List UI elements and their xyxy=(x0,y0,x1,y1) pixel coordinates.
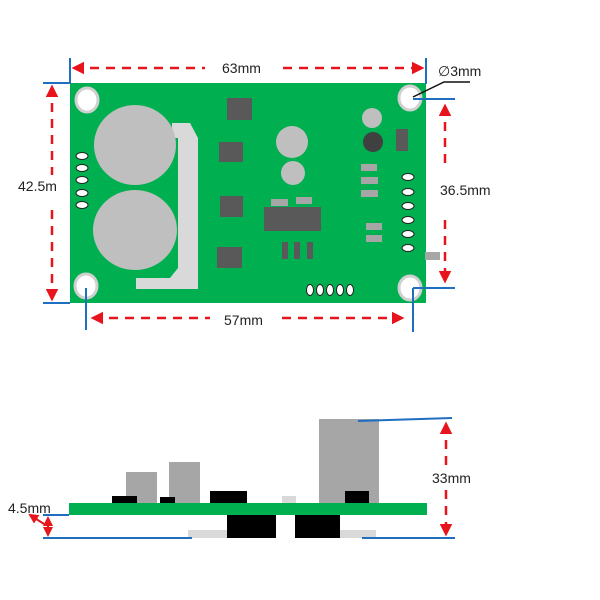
transducer-housing xyxy=(319,419,379,503)
pin xyxy=(401,216,415,224)
hole-spacing-x-label: 57mm xyxy=(224,312,263,328)
pin xyxy=(316,284,324,296)
regulator-pin xyxy=(307,242,313,259)
pad xyxy=(361,177,378,184)
regulator xyxy=(264,207,321,231)
chip xyxy=(396,129,408,151)
component xyxy=(188,530,227,538)
top-view: 63mm 42.5m 36.5mm 57mm ∅3mm xyxy=(18,58,491,332)
side-extension-lines xyxy=(43,417,455,539)
pin xyxy=(401,244,415,252)
chip xyxy=(220,196,243,217)
pin xyxy=(346,284,354,296)
component xyxy=(295,515,340,538)
capacitor xyxy=(94,105,176,185)
ic-chips xyxy=(217,98,408,268)
regulator-pin xyxy=(282,242,288,259)
pin xyxy=(75,189,89,197)
pin xyxy=(75,201,89,209)
chip xyxy=(227,98,252,120)
chip xyxy=(219,142,243,162)
pad xyxy=(366,235,382,242)
capacitor-small xyxy=(281,161,305,185)
extension-lines xyxy=(43,58,455,332)
pad xyxy=(361,164,377,171)
capacitor-small xyxy=(276,126,308,158)
capacitor xyxy=(93,190,177,270)
connector-tab xyxy=(425,252,440,260)
pad xyxy=(296,197,312,204)
led-dark xyxy=(363,132,383,152)
side-dimension-arrows xyxy=(28,421,453,537)
height-label: 42.5m xyxy=(18,178,57,194)
total-height-label: 33mm xyxy=(432,470,471,486)
dimension-arrows xyxy=(45,61,470,325)
pin xyxy=(326,284,334,296)
pin xyxy=(401,230,415,238)
component xyxy=(340,530,376,538)
component xyxy=(160,497,175,503)
pad xyxy=(361,190,378,197)
component xyxy=(282,496,296,503)
black-components xyxy=(112,491,369,538)
component xyxy=(210,491,247,503)
chip xyxy=(217,247,242,268)
side-view: 33mm 4.5mm xyxy=(8,417,471,539)
component xyxy=(112,496,137,503)
mounting-hole xyxy=(74,86,100,114)
pin xyxy=(306,284,314,296)
pcb-board-side xyxy=(69,503,427,515)
component xyxy=(227,515,276,538)
pin xyxy=(401,188,415,196)
bottom-clearance-label: 4.5mm xyxy=(8,500,51,516)
heatsink-bracket xyxy=(136,123,198,289)
pad xyxy=(366,223,382,230)
pin xyxy=(75,164,89,172)
component xyxy=(169,462,200,503)
pin xyxy=(401,173,415,181)
regulator-pin xyxy=(294,242,300,259)
hole-spacing-y-label: 36.5mm xyxy=(440,182,491,198)
tall-components xyxy=(126,419,379,503)
width-label: 63mm xyxy=(222,60,261,76)
led xyxy=(362,108,382,128)
pin xyxy=(401,202,415,210)
pin xyxy=(75,152,89,160)
pin-headers xyxy=(75,152,415,296)
pin xyxy=(75,176,89,184)
pad xyxy=(271,199,288,206)
hole-diameter-label: ∅3mm xyxy=(438,63,481,79)
component xyxy=(345,491,369,503)
pin xyxy=(336,284,344,296)
passives xyxy=(271,108,440,260)
mounting-holes xyxy=(73,84,423,302)
hole-leader-line xyxy=(412,81,470,98)
